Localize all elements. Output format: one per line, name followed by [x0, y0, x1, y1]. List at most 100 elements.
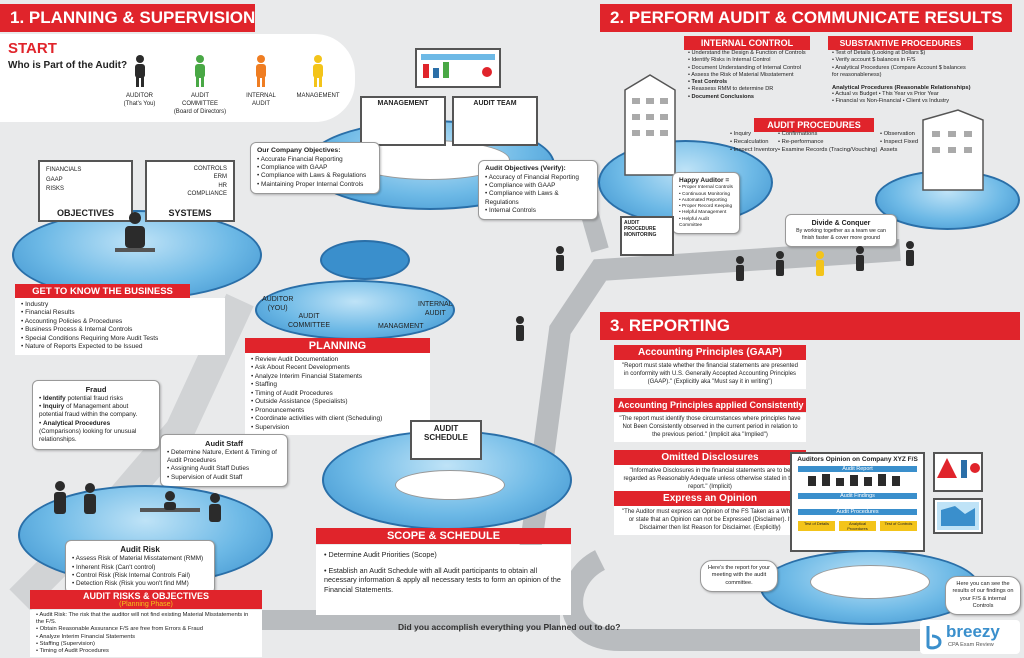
systems-item: ERM	[213, 174, 227, 181]
omitted-title: Omitted Disclosures	[614, 450, 806, 465]
audit-procedures-title: AUDIT PROCEDURES	[754, 118, 874, 132]
company-objective-item: Compliance with Laws & Regulations	[257, 172, 373, 180]
fraud-title: Fraud	[85, 385, 107, 394]
management-figure: MANAGEMENT	[288, 54, 348, 101]
consistency-text: "The report must identify those circumst…	[614, 413, 806, 443]
internal-audit-figure: INTERNAL AUDIT	[236, 54, 286, 109]
substantive-title: SUBSTANTIVE PROCEDURES	[828, 36, 973, 50]
planning-internal-label: INTERNAL AUDIT	[418, 301, 453, 318]
brand-logo: breezy CPA Exam Review	[920, 620, 1020, 654]
planning-item: Coordinate activities with client (Sched…	[251, 415, 424, 423]
person-icon	[256, 55, 266, 87]
monitoring-board-label: AUDIT PROCEDURE MONITORING	[624, 220, 657, 238]
audit-objective-item: Accuracy of Financial Reporting	[485, 174, 591, 182]
divide-card: Divide & Conquer By working together as …	[785, 214, 897, 247]
company-objectives-card: Our Company Objectives: Accurate Financi…	[250, 142, 380, 195]
audit-procedures-panel: Inquiry Recalculation Inspect Inventory …	[730, 131, 930, 161]
schedule-table	[395, 470, 505, 500]
audit-staff-item: Assigning Audit Staff Duties	[167, 465, 281, 473]
ap-col2-item: Examine Records (Tracing/Vouching)	[778, 147, 878, 155]
risks-objectives-item: Audit Risk: The risk that the auditor wi…	[36, 612, 256, 626]
company-objective-item: Maintaining Proper Internal Controls	[257, 181, 373, 189]
audit-team-board-label: AUDIT TEAM	[473, 100, 517, 107]
planning-item: Analyze Interim Financial Statements	[251, 373, 424, 381]
objectives-item: GAAP	[46, 176, 63, 183]
audit-risk-item: Inherent Risk (Can't control)	[72, 564, 208, 572]
management-board-label: MANAGEMENT	[377, 100, 429, 107]
ap-col2-item: Confirmations	[778, 131, 877, 139]
systems-item: CONTROLS	[193, 166, 227, 172]
ap-item: Actual vs Budget • This Year vs Prior Ye…	[832, 91, 972, 98]
schedule-board-label: AUDIT SCHEDULE	[423, 424, 468, 442]
audit-objective-item: Internal Controls	[485, 207, 591, 215]
planning-disk	[255, 280, 455, 340]
report-audit-report: Audit Report	[798, 466, 917, 472]
report-procedures: Audit Procedures	[798, 509, 917, 515]
business-item: Special Conditions Requiring More Audit …	[21, 335, 219, 343]
scope-panel: Determine Audit Priorities (Scope) Estab…	[316, 545, 571, 615]
fraud-item: Identify potential fraud risks	[39, 395, 153, 403]
ap-col2-item: Re-performance	[778, 139, 877, 147]
happy-auditor-title: Happy Auditor =	[679, 177, 730, 184]
risks-objectives-item: Staffing (Supervision)	[36, 641, 256, 648]
risks-objectives-item: Obtain Reasonable Assurance F/S are free…	[36, 626, 256, 633]
substantive-panel: Test of Details (Looking at Dollars $) V…	[828, 48, 976, 108]
brand-icon	[926, 626, 942, 650]
risks-objectives-title: AUDIT RISKS & OBJECTIVES	[82, 591, 210, 601]
ap-col3-item: Inspect Fixed Assets	[880, 139, 930, 155]
opinion-text: "The Auditor must express an Opinion of …	[614, 506, 806, 536]
audit-objectives-title: Audit Objectives (Verify):	[485, 165, 566, 172]
section3-title: 3. REPORTING	[600, 312, 1020, 340]
company-objectives-title: Our Company Objectives:	[257, 147, 341, 154]
objectives-label: OBJECTIVES	[56, 208, 114, 218]
scope-item: Determine Audit Priorities (Scope)	[324, 550, 563, 560]
business-item: Financial Results	[21, 309, 219, 317]
scope-item: Establish an Audit Schedule with all Aud…	[324, 566, 563, 595]
auditor-figure: AUDITOR (That's You)	[112, 54, 167, 109]
planning-item: Timing of Audit Procedures	[251, 390, 424, 398]
happy-auditor-card: Happy Auditor = Proper Internal Controls…	[672, 172, 740, 235]
report-findings: Audit Findings	[798, 493, 917, 499]
objectives-board: FINANCIALS GAAP RISKS OBJECTIVES	[38, 160, 133, 222]
internal-audit-label: INTERNAL AUDIT	[246, 93, 276, 107]
audit-staff-item: Determine Nature, Extent & Timing of Aud…	[167, 449, 281, 466]
planning-auditor-label: AUDITOR (YOU)	[262, 296, 294, 313]
audit-risk-card: Audit Risk Assess Risk of Material Misst…	[65, 540, 215, 594]
know-business-title: GET TO KNOW THE BUSINESS	[15, 284, 190, 299]
company-objective-item: Accurate Financial Reporting	[257, 156, 373, 164]
audit-risk-item: Detection Risk (Risk you won't find MM)	[72, 580, 208, 588]
ic-item: Test Controls	[688, 79, 806, 86]
happy-item: Helpful Audit Committee	[679, 217, 733, 229]
business-item: Business Process & Internal Controls	[21, 326, 219, 334]
map-board	[933, 498, 983, 534]
report-tab: Test of Controls	[880, 521, 917, 531]
desk-person-icon	[115, 212, 155, 252]
planning-table	[320, 240, 410, 280]
internal-control-panel: Understand the Design & Function of Cont…	[684, 48, 810, 103]
ap-title: Analytical Procedures (Reasonable Relati…	[832, 85, 971, 92]
business-item: Industry	[21, 301, 219, 309]
divide-title: Divide & Conquer	[811, 220, 871, 227]
sub-item: Analytical Procedures (Compare Account $…	[832, 65, 972, 80]
opinion-title: Express an Opinion	[614, 491, 806, 506]
business-item: Nature of Reports Expected to be Issued	[21, 343, 219, 351]
warning-board	[933, 452, 983, 492]
audit-risk-item: Assess Risk of Material Misstatement (RM…	[72, 555, 208, 563]
report-board: Auditors Opinion on Company XYZ F/S Audi…	[790, 452, 925, 552]
ap-item: Financial vs Non-Financial • Client vs I…	[832, 98, 972, 105]
bubble-findings: Here you can see the results of our find…	[945, 576, 1021, 616]
happy-item: Automated Reporting	[679, 198, 733, 204]
audit-staff-title: Audit Staff	[205, 439, 243, 448]
planning-item: Supervision	[251, 424, 424, 432]
systems-board: CONTROLS ERM HR COMPLIANCE SYSTEMS	[145, 160, 235, 222]
footer-question: Did you accomplish everything you Planne…	[398, 622, 621, 632]
consistency-title: Accounting Principles applied Consistent…	[614, 398, 806, 412]
scope-title: SCOPE & SCHEDULE	[316, 528, 571, 544]
audit-risk-title: Audit Risk	[120, 545, 160, 554]
ap-col1-item: Inspect Inventory	[730, 147, 778, 155]
report-tab: Test of Details	[798, 521, 835, 531]
gaap-text: "Report must state whether the financial…	[614, 360, 806, 390]
objectives-item: RISKS	[46, 186, 65, 193]
bubble-report: Here's the report for your meeting with …	[700, 560, 778, 592]
report-bars-icon	[808, 474, 900, 486]
